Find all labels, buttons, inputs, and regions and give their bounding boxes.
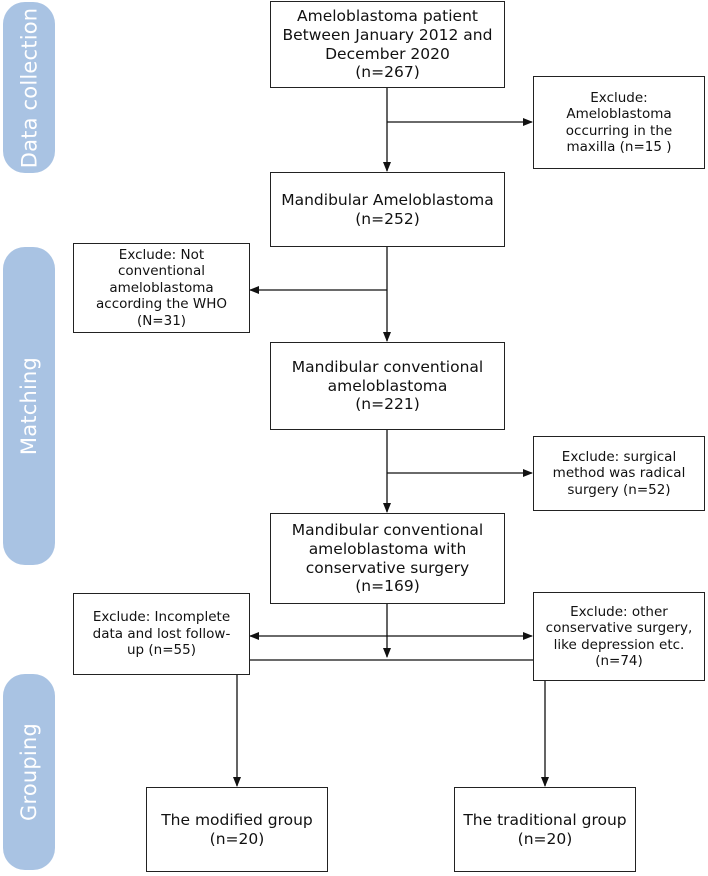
box-conservative: Mandibular conventional ameloblastoma wi… (270, 513, 505, 604)
box-initial-line-4: (n=267) (355, 63, 420, 82)
box-modified-group: The modified group (n=20) (146, 787, 328, 872)
box-exclude-radical-line-1: Exclude: surgical (561, 448, 677, 465)
box-exclude-incomplete-line-3: up (n=55) (127, 642, 196, 659)
box-exclude-other-line-2: conservative surgery, (545, 620, 693, 637)
box-modified-group-line-1: The modified group (161, 810, 313, 829)
box-exclude-not-conventional-line-5: (N=31) (136, 312, 187, 329)
stage-data-collection-label: Data collection (17, 7, 42, 168)
box-conservative-line-3: conservative surgery (305, 558, 470, 577)
box-initial-line-3: December 2020 (325, 44, 450, 63)
box-conventional-line-2: ameloblastoma (327, 376, 448, 395)
box-exclude-maxilla-line-4: maxilla (n=15 ) (566, 138, 672, 155)
box-exclude-incomplete: Exclude: Incomplete data and lost follow… (73, 593, 250, 675)
box-conventional: Mandibular conventional ameloblastoma (n… (270, 342, 505, 430)
box-conventional-line-3: (n=221) (355, 395, 420, 414)
box-exclude-other-line-3: like depression etc. (553, 636, 685, 653)
box-exclude-not-conventional-line-2: conventional (118, 263, 205, 280)
box-exclude-radical: Exclude: surgical method was radical sur… (533, 436, 705, 511)
box-exclude-maxilla-line-1: Exclude: (590, 89, 648, 106)
box-traditional-group: The traditional group (n=20) (454, 787, 636, 872)
stage-matching: Matching (3, 247, 55, 565)
stage-grouping-label: Grouping (17, 722, 42, 822)
box-initial-line-2: Between January 2012 and (282, 25, 493, 44)
box-exclude-incomplete-line-2: data and lost follow- (92, 625, 231, 642)
stage-matching-label: Matching (17, 356, 41, 456)
box-exclude-maxilla: Exclude: Ameloblastoma occurring in the … (533, 76, 705, 169)
box-conservative-line-2: ameloblastoma with (308, 539, 467, 558)
box-initial-patients: Ameloblastoma patient Between January 20… (270, 1, 505, 88)
box-conservative-line-1: Mandibular conventional (291, 520, 484, 539)
box-exclude-not-conventional: Exclude: Not conventional ameloblastoma … (73, 243, 250, 333)
box-exclude-incomplete-line-1: Exclude: Incomplete (92, 609, 231, 626)
box-exclude-not-conventional-line-3: ameloblastoma (109, 279, 214, 296)
box-mandibular-line-1: Mandibular Ameloblastoma (281, 190, 494, 209)
box-exclude-not-conventional-line-1: Exclude: Not (118, 246, 205, 263)
box-exclude-radical-line-3: surgery (n=52) (567, 481, 671, 498)
box-exclude-other: Exclude: other conservative surgery, lik… (533, 592, 705, 681)
box-exclude-maxilla-line-3: occurring in the (565, 122, 673, 139)
box-traditional-group-line-1: The traditional group (463, 810, 627, 829)
box-mandibular-line-2: (n=252) (355, 209, 420, 228)
box-mandibular: Mandibular Ameloblastoma (n=252) (270, 172, 505, 247)
box-exclude-maxilla-line-2: Ameloblastoma (566, 106, 672, 123)
stage-grouping: Grouping (3, 674, 55, 870)
box-initial-line-1: Ameloblastoma patient (297, 6, 478, 25)
box-traditional-group-line-2: (n=20) (517, 829, 573, 848)
box-exclude-other-line-4: (n=74) (595, 652, 643, 669)
box-exclude-not-conventional-line-4: according the WHO (96, 296, 227, 313)
box-modified-group-line-2: (n=20) (209, 829, 265, 848)
box-conventional-line-1: Mandibular conventional (291, 357, 484, 376)
box-exclude-radical-line-2: method was radical (552, 465, 686, 482)
box-exclude-other-line-1: Exclude: other (570, 603, 668, 620)
stage-data-collection: Data collection (3, 2, 55, 173)
box-conservative-line-4: (n=169) (355, 577, 420, 596)
